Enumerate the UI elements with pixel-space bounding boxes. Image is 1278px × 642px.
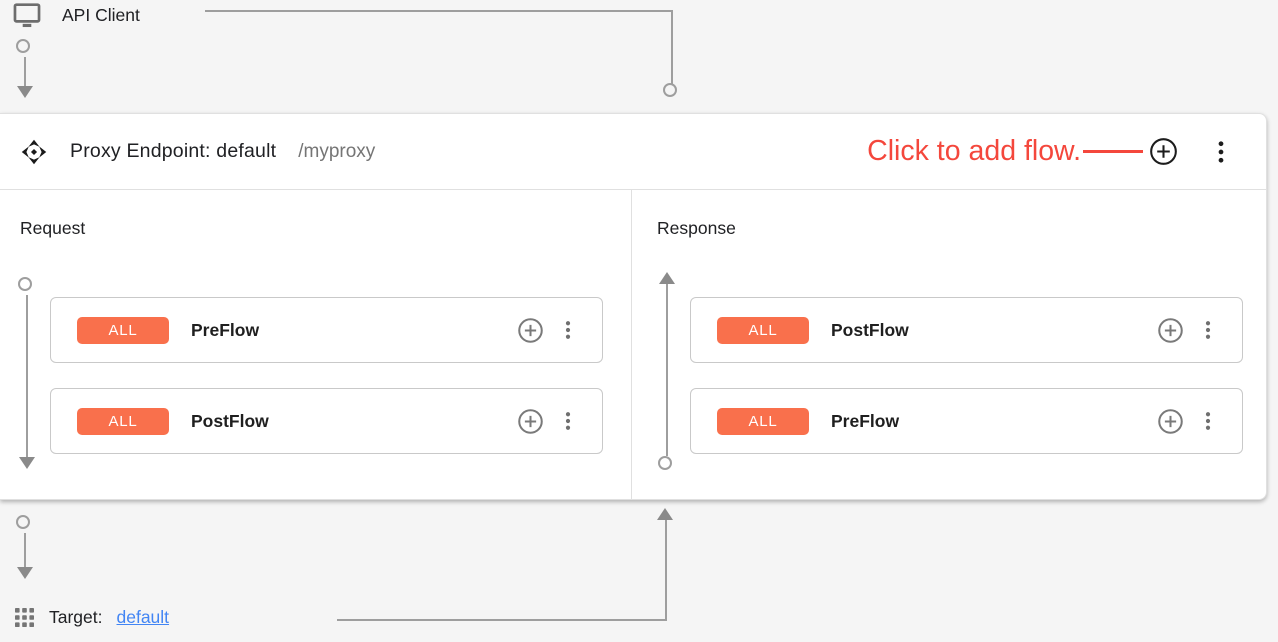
connector-node-circle [658,456,672,470]
target-row: Target: default [14,607,169,628]
annotation-pointer-line [1083,150,1143,153]
connector-line [24,533,26,567]
connector-node-circle [18,277,32,291]
flow-menu-button[interactable] [558,407,578,435]
connector-arrow-up [657,508,673,520]
kebab-menu-icon [1210,137,1232,167]
connector-line [666,284,668,456]
add-circle-icon [517,408,544,435]
connector-arrow-down [19,457,35,469]
flow-name: PreFlow [191,319,260,340]
kebab-menu-icon [1199,316,1217,344]
connector-line [337,619,667,621]
proxy-endpoint-header: Proxy Endpoint: default /myproxy Click t… [0,114,1266,190]
flow-card-response-preflow[interactable]: ALL PreFlow [690,388,1243,454]
connector-line [665,518,667,621]
connector-node-circle [16,515,30,529]
proxy-endpoint-icon [20,138,48,166]
response-heading: Response [657,218,736,238]
add-policy-button[interactable] [1157,317,1184,344]
flow-menu-button[interactable] [1198,407,1218,435]
monitor-icon [12,2,42,29]
flow-card-response-postflow[interactable]: ALL PostFlow [690,297,1243,363]
flow-name: PostFlow [831,319,909,340]
flow-menu-button[interactable] [1198,316,1218,344]
connector-node-circle [663,83,677,97]
flow-name: PreFlow [831,410,900,431]
connector-arrow-down [17,567,33,579]
kebab-menu-icon [1199,407,1217,435]
target-label: Target: [49,607,103,627]
connector-node-circle [16,39,30,53]
flow-card-request-postflow[interactable]: ALL PostFlow [50,388,603,454]
connector-line [671,10,673,84]
kebab-menu-icon [559,316,577,344]
target-default-link[interactable]: default [116,607,170,627]
add-policy-button[interactable] [517,317,544,344]
add-policy-button[interactable] [1157,408,1184,435]
condition-badge: ALL [77,316,169,344]
add-circle-icon [1157,408,1184,435]
proxy-endpoint-basepath: /myproxy [298,140,376,162]
connector-line [24,57,26,86]
request-heading: Request [20,218,86,238]
proxy-endpoint-title: Proxy Endpoint: default [70,140,277,162]
grid-icon [14,607,35,628]
proxy-endpoint-body: Request ALL PreFlow [0,190,1266,499]
proxy-endpoint-panel: Proxy Endpoint: default /myproxy Click t… [0,113,1267,500]
flow-card-request-preflow[interactable]: ALL PreFlow [50,297,603,363]
api-client: API Client [12,2,140,29]
add-flow-annotation: Click to add flow. [867,135,1081,168]
condition-badge: ALL [77,407,169,435]
flow-menu-button[interactable] [558,316,578,344]
endpoint-menu-button[interactable] [1210,137,1232,167]
condition-badge: ALL [717,316,809,344]
connector-arrow-down [17,86,33,98]
api-client-label: API Client [62,5,140,25]
kebab-menu-icon [559,407,577,435]
add-policy-button[interactable] [517,408,544,435]
connector-line [26,295,28,457]
add-circle-icon [1157,317,1184,344]
header-actions: Click to add flow. [867,114,1232,189]
add-flow-button[interactable] [1149,137,1178,166]
add-circle-icon [1149,137,1178,166]
condition-badge: ALL [717,407,809,435]
request-response-divider [631,190,632,499]
connector-line [205,10,673,12]
connector-arrow-up [659,272,675,284]
add-circle-icon [517,317,544,344]
flow-name: PostFlow [191,410,269,431]
